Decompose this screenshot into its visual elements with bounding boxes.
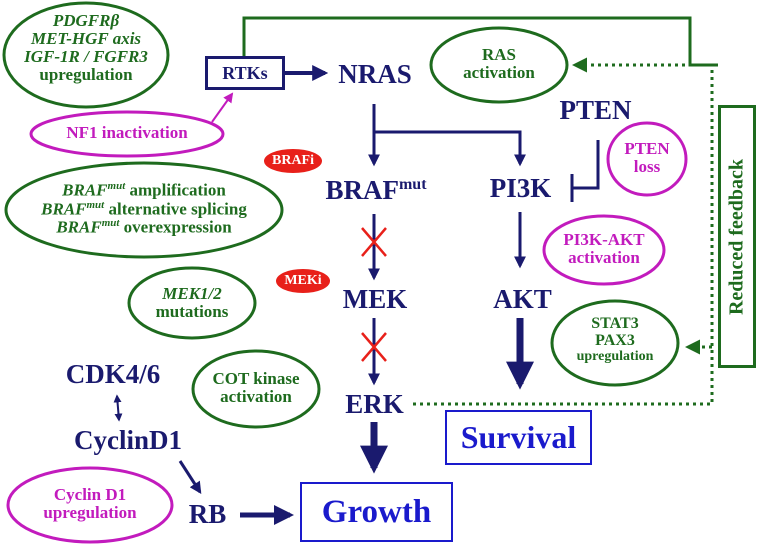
node-cyclind1: CyclinD1 [74,425,182,455]
node-mek: MEK [342,284,408,314]
arrow-nf1-to-rtks [211,92,234,123]
ellipse-mek12-mutations [127,266,257,340]
arrow-cdk46-cyclind1 [113,394,123,422]
arrow-cyclind1-to-rb [178,460,202,495]
node-rb: RB [188,499,227,529]
growth-box: Growth [300,482,453,542]
survival-label: Survival [460,419,577,455]
pten-loss-text: PTEN loss [624,139,670,176]
ellipse-ras-activation [429,26,569,104]
rtks-label: RTKs [222,63,268,83]
node-erk: ERK [345,389,404,419]
ellipse-stat3-pax3 [550,299,680,387]
feedback-dotted-line [413,57,714,406]
ellipse-cyclin-d1-upregulation [6,466,174,544]
ras-activation-text: RAS activation [463,45,535,82]
rtks-box: RTKs [205,56,285,90]
ellipse-pi3k-akt-activation [542,214,666,286]
ellipse-braf-alterations [4,161,284,259]
node-cdk46: CDK4/6 [65,359,161,389]
node-akt: AKT [493,284,552,314]
pten-inhibits-pi3k [570,140,600,202]
nf1-inactivation-text: NF1 inactivation [66,123,188,142]
survival-box: Survival [445,410,592,465]
pi3k-akt-activation-text: PI3K-AKT activation [563,230,645,267]
feedback-label: Reduced feedback [725,158,748,315]
feedback-line-to-rtks [242,16,718,67]
braf-mut-superscript: mut [398,176,427,193]
growth-label: Growth [321,494,432,530]
cot-kinase-text: COT kinase activation [212,369,300,406]
ellipse-rtk-upregulation [2,1,170,109]
ellipse-cot-kinase [191,349,321,429]
braf-alterations-text: BRAFmut amplification BRAFmut alternativ… [41,180,247,237]
node-braf-mut: BRAFmut [325,175,427,205]
inhibition-x-mek-erk [361,332,387,362]
arrow-nras-to-pi3k [374,130,526,167]
node-nras: NRAS [338,59,412,89]
ellipse-nf1-inactivation [29,110,225,158]
rtk-upregulation-text: PDGFRβ MET-HGF axis IGF-1R / FGFR3 upreg… [24,11,148,84]
stat3-pax3-text: STAT3 PAX3 upregulation [576,315,654,364]
feedback-box: Reduced feedback [718,105,756,368]
cyclin-d1-upregulation-text: Cyclin D1 upregulation [43,485,137,522]
brafi-badge: BRAFi [264,149,322,173]
node-pten: PTEN [559,95,632,125]
node-pi3k: PI3K [489,173,552,203]
mek12-mutations-text: MEK1/2 mutations [155,284,229,321]
inhibition-x-braf-mek [361,227,387,257]
ellipse-pten-loss [606,121,688,197]
meki-badge: MEKi [276,269,330,293]
